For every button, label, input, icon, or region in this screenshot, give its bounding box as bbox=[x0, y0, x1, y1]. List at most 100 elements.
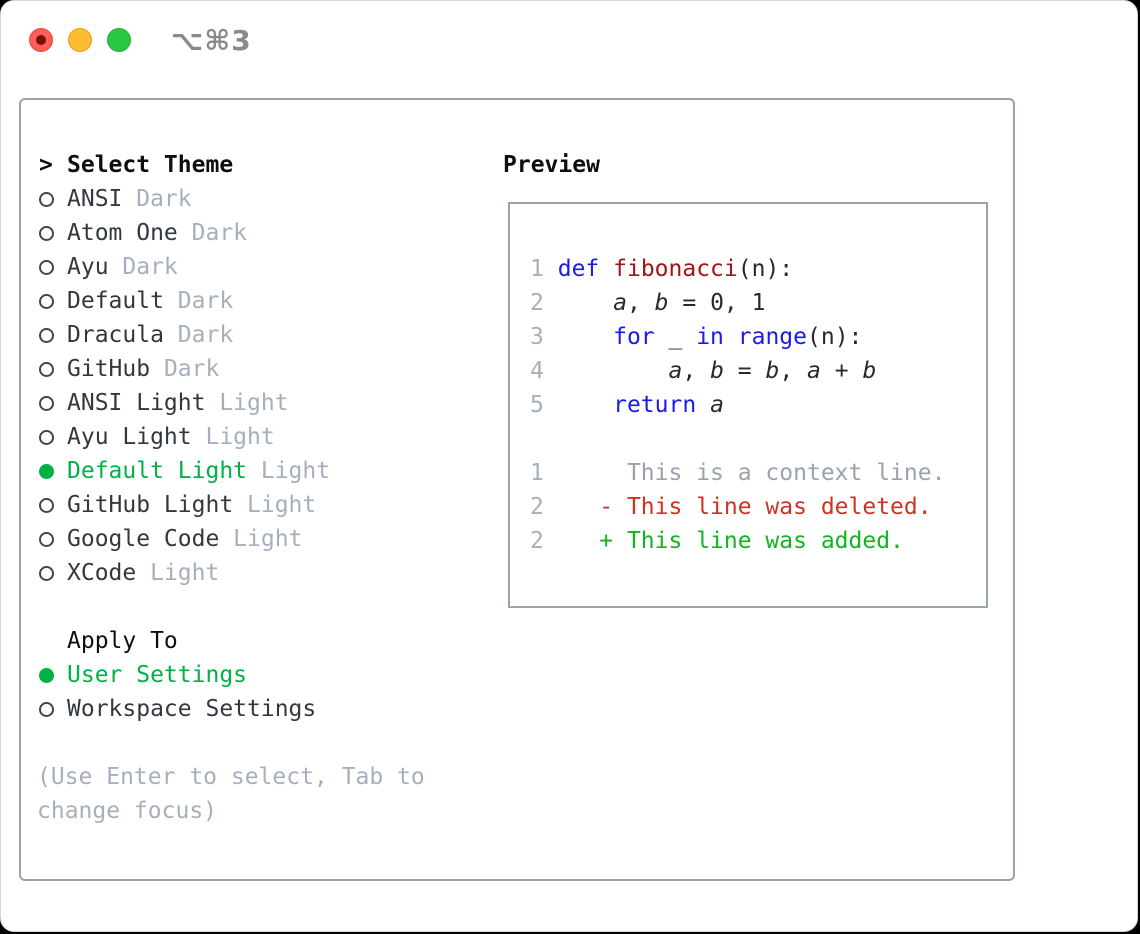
apply-to-option[interactable]: Workspace Settings bbox=[39, 692, 503, 726]
theme-variant-label: Dark bbox=[122, 186, 192, 212]
cursor-indicator: > bbox=[39, 152, 53, 178]
code-token bbox=[599, 252, 613, 286]
theme-option[interactable]: Ayu Dark bbox=[39, 250, 503, 284]
help-text: (Use Enter to select, Tab to change focu… bbox=[37, 764, 425, 824]
code-token: b bbox=[862, 358, 877, 384]
diff-sign: - bbox=[599, 494, 627, 520]
code-token: = 0, 1 bbox=[668, 290, 766, 316]
line-number: 5 bbox=[530, 392, 544, 418]
code-token bbox=[558, 286, 613, 320]
diff-sign: + bbox=[599, 528, 627, 554]
preview-header: Preview bbox=[503, 148, 1013, 182]
theme-option-label: Default bbox=[67, 288, 164, 314]
theme-option[interactable]: Default Light Light bbox=[39, 454, 503, 488]
code-line: 3 for _ in range(n): bbox=[530, 320, 976, 354]
code-token: a bbox=[613, 290, 627, 316]
theme-option[interactable]: Ayu Light Light bbox=[39, 420, 503, 454]
code-token: _ bbox=[654, 324, 697, 350]
radio-icon bbox=[39, 395, 54, 411]
diff-text: This line was deleted. bbox=[626, 494, 932, 520]
select-theme-header: >Select Theme bbox=[39, 148, 503, 182]
code-line: 4 a, b = b, a + b bbox=[530, 354, 976, 388]
close-button[interactable] bbox=[29, 28, 53, 52]
theme-option[interactable]: Atom One Dark bbox=[39, 216, 503, 250]
code-token bbox=[696, 388, 710, 422]
window-shortcut-label: ⌥⌘3 bbox=[171, 23, 252, 57]
line-number: 1 bbox=[530, 256, 544, 282]
titlebar: ⌥⌘3 bbox=[1, 1, 1137, 79]
code-token: (n): bbox=[807, 324, 863, 350]
theme-variant-label: Dark bbox=[163, 322, 234, 348]
theme-variant-label: Light bbox=[233, 492, 317, 518]
code-token bbox=[558, 388, 613, 422]
theme-option[interactable]: Google Code Light bbox=[39, 522, 503, 556]
line-number: 2 bbox=[530, 494, 544, 520]
line-number: 4 bbox=[530, 358, 544, 384]
code-token: b bbox=[654, 290, 669, 316]
theme-option[interactable]: Default Dark bbox=[39, 284, 503, 318]
theme-option-label: Default Light bbox=[67, 458, 248, 484]
diff-line-added: 2 + This line was added. bbox=[530, 524, 976, 558]
diff-text: This is a context line. bbox=[626, 460, 946, 486]
radio-icon bbox=[39, 565, 54, 581]
theme-option[interactable]: ANSI Light Light bbox=[39, 386, 503, 420]
line-number: 3 bbox=[530, 324, 544, 350]
theme-option-label: XCode bbox=[67, 560, 137, 586]
theme-option[interactable]: XCode Light bbox=[39, 556, 503, 590]
code-token: + bbox=[820, 358, 863, 384]
theme-option[interactable]: ANSI Dark bbox=[39, 182, 503, 216]
theme-variant-label: Light bbox=[219, 526, 303, 552]
theme-option-label: Atom One bbox=[67, 220, 178, 246]
code-token: , bbox=[779, 358, 808, 384]
code-token: return bbox=[613, 392, 697, 418]
radio-icon bbox=[39, 701, 54, 717]
radio-icon bbox=[39, 191, 54, 207]
apply-to-option[interactable]: User Settings bbox=[39, 658, 503, 692]
apply-to-option-label: User Settings bbox=[67, 662, 248, 688]
code-token: a bbox=[710, 392, 724, 418]
diff-line-deleted: 2 - This line was deleted. bbox=[530, 490, 976, 524]
code-token bbox=[724, 320, 738, 354]
radio-icon bbox=[39, 259, 54, 275]
radio-icon bbox=[39, 497, 54, 513]
code-line: 5 return a bbox=[530, 388, 976, 422]
theme-option[interactable]: GitHub Light Light bbox=[39, 488, 503, 522]
diff-sample: 1 This is a context line.2 - This line w… bbox=[530, 456, 976, 558]
diff-sign bbox=[599, 456, 627, 490]
radio-icon bbox=[39, 293, 54, 309]
theme-variant-label: Dark bbox=[150, 356, 220, 382]
theme-option[interactable]: GitHub Dark bbox=[39, 352, 503, 386]
code-line: 2 a, b = 0, 1 bbox=[530, 286, 976, 320]
radio-icon bbox=[39, 225, 54, 241]
code-token: a bbox=[668, 358, 683, 384]
code-line: 1 def fibonacci(n): bbox=[530, 252, 976, 286]
code-token bbox=[558, 354, 669, 388]
theme-variant-label: Dark bbox=[108, 254, 178, 280]
theme-option-label: ANSI bbox=[67, 186, 123, 212]
minimize-button[interactable] bbox=[68, 28, 92, 52]
spacer bbox=[39, 726, 503, 760]
theme-variant-label: Light bbox=[247, 458, 331, 484]
code-token: for bbox=[613, 324, 655, 350]
spacer bbox=[39, 590, 503, 624]
zoom-button[interactable] bbox=[107, 28, 131, 52]
diff-text: This line was added. bbox=[626, 528, 904, 554]
traffic-lights bbox=[29, 28, 131, 52]
preview-pane: Preview 1 def fibonacci(n):2 a, b = 0, 1… bbox=[503, 148, 1013, 879]
theme-option-label: Ayu bbox=[67, 254, 109, 280]
theme-option-label: Google Code bbox=[67, 526, 220, 552]
code-token: b bbox=[765, 358, 780, 384]
theme-variant-label: Dark bbox=[177, 220, 248, 246]
code-token: fibonacci bbox=[613, 256, 738, 282]
theme-option[interactable]: Dracula Dark bbox=[39, 318, 503, 352]
preview-title: Preview bbox=[503, 152, 600, 178]
theme-option-label: ANSI Light bbox=[67, 390, 206, 416]
line-number: 2 bbox=[530, 528, 544, 554]
blank-line bbox=[530, 422, 976, 456]
code-token: b bbox=[710, 358, 724, 384]
radio-icon bbox=[39, 531, 54, 547]
apply-to-header: Apply To bbox=[39, 624, 503, 658]
